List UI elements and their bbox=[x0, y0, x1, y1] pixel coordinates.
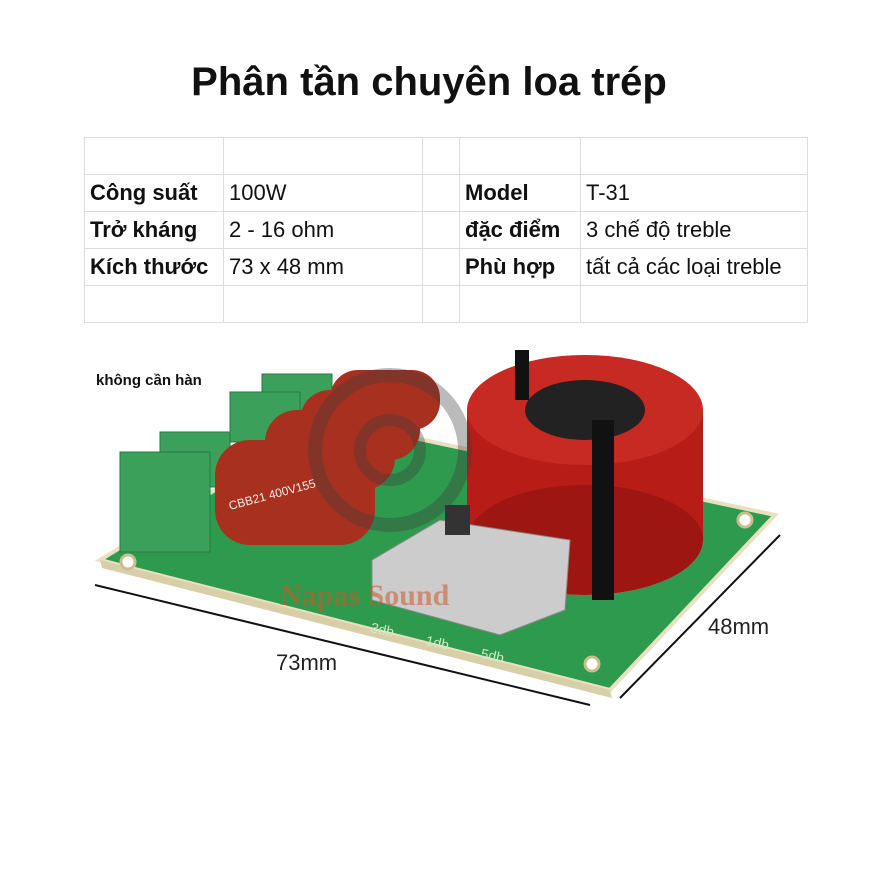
page-title: Phân tần chuyên loa trép bbox=[191, 60, 667, 104]
spec-value: 73 x 48 mm bbox=[223, 248, 423, 286]
slide-switch[interactable] bbox=[371, 505, 571, 636]
board-label-3db: 3db bbox=[369, 619, 395, 640]
spec-value: 3 chế độ treble bbox=[580, 211, 808, 249]
depth-dimension-line bbox=[619, 534, 781, 699]
spec-key: Công suất bbox=[84, 174, 224, 212]
spec-key: Kích thước bbox=[84, 248, 224, 286]
table-row: Công suất 100W Model T-31 bbox=[84, 174, 808, 212]
spec-table: Công suất 100W Model T-31 Trở kháng 2 - … bbox=[84, 137, 808, 323]
table-row bbox=[84, 285, 808, 323]
spec-key: Trở kháng bbox=[84, 211, 224, 249]
watermark-logo bbox=[308, 368, 472, 532]
no-solder-note: không cần hàn bbox=[96, 372, 202, 389]
spec-value: 100W bbox=[223, 174, 423, 212]
spec-key: Model bbox=[459, 174, 581, 212]
capacitors bbox=[215, 370, 440, 545]
board-label-1db: 1db bbox=[424, 632, 450, 653]
spec-value: 2 - 16 ohm bbox=[223, 211, 423, 249]
spec-value: T-31 bbox=[580, 174, 808, 212]
depth-label: 48mm bbox=[708, 614, 770, 639]
width-label: 73mm bbox=[276, 650, 338, 675]
watermark-text: Napas Sound bbox=[280, 579, 450, 612]
width-dimension-line bbox=[94, 584, 591, 706]
board-label-5db: 5db bbox=[479, 645, 505, 666]
spec-key: đặc điểm bbox=[459, 211, 581, 249]
table-row: Trở kháng 2 - 16 ohm đặc điểm 3 chế độ t… bbox=[84, 211, 808, 249]
